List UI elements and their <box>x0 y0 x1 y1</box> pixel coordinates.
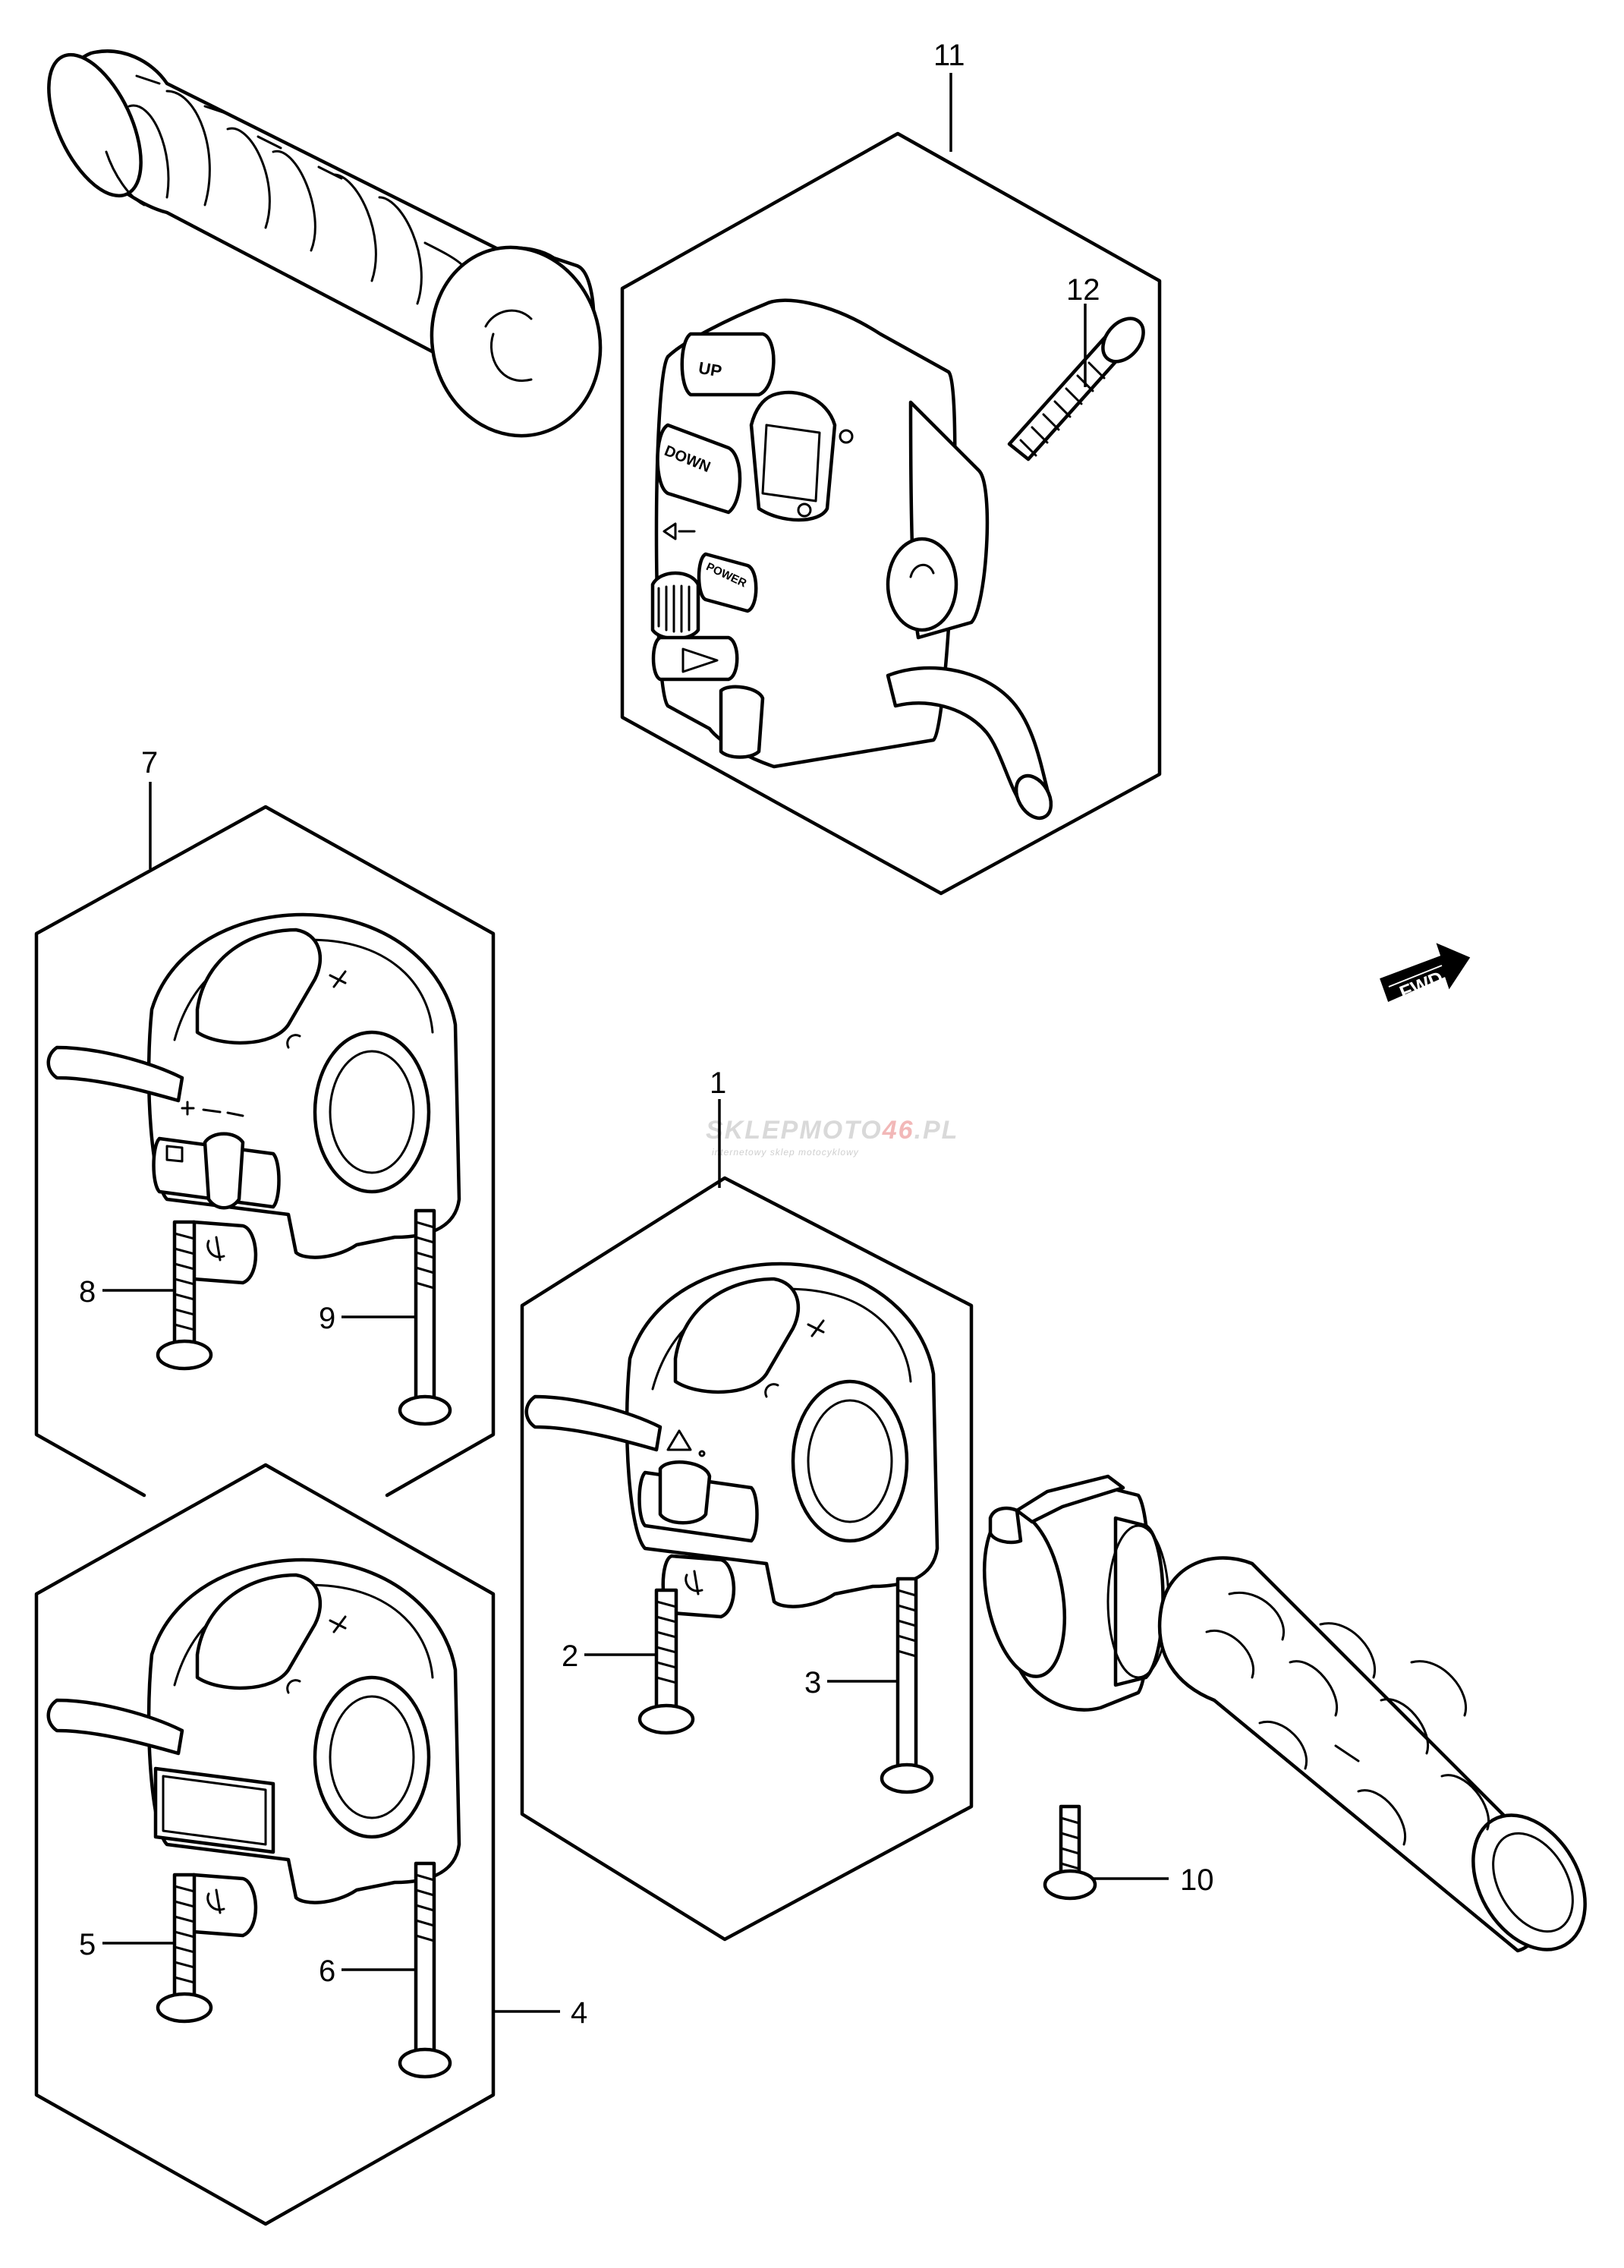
callout-2: 2 <box>562 1640 578 1673</box>
kit-11-outline: 11 <box>620 39 1162 896</box>
handlebar-grip-left <box>47 49 603 438</box>
watermark-tagline: internetowy sklep motocyklowy <box>712 1147 859 1158</box>
screw-5: 5 <box>79 1873 213 2024</box>
kit-4-outline: 4 <box>34 1463 587 2226</box>
callout-9: 9 <box>319 1302 335 1335</box>
screw-3: 3 <box>804 1577 934 1794</box>
callout-1: 1 <box>710 1066 726 1100</box>
callout-8: 8 <box>79 1275 96 1309</box>
watermark-brand: SKLEPMOTO46.PL <box>706 1116 958 1145</box>
callout-7: 7 <box>141 746 158 780</box>
right-switch-housing: UP DOWN POWER <box>650 298 1053 821</box>
power-button-body <box>697 552 758 613</box>
callout-11: 11 <box>933 39 965 72</box>
forward-direction-arrow: FWD <box>1380 943 1471 1004</box>
up-button-label: UP <box>697 358 723 381</box>
screw-12: 12 <box>1007 273 1145 461</box>
left-switch-housing-1 <box>524 1262 939 1619</box>
kit-7-outline: 7 <box>34 746 496 1498</box>
screw-9: 9 <box>319 1208 452 1426</box>
watermark: SKLEPMOTO46.PL internetowy sklep motocyk… <box>706 1116 958 1158</box>
left-switch-housing-4 <box>46 1558 461 1938</box>
callout-3: 3 <box>804 1666 821 1699</box>
screw-6: 6 <box>319 1861 452 2079</box>
screw-2: 2 <box>562 1588 695 1735</box>
callout-4: 4 <box>571 1996 587 2030</box>
down-button-body <box>656 423 742 515</box>
callout-10: 10 <box>1180 1863 1214 1897</box>
throttle-grip-right <box>982 1474 1587 1953</box>
callout-6: 6 <box>319 1955 335 1988</box>
callout-12: 12 <box>1066 273 1100 307</box>
up-button-body <box>680 332 776 397</box>
callout-5: 5 <box>79 1928 96 1961</box>
screw-10: 10 <box>1043 1804 1214 1901</box>
screw-8: 8 <box>79 1220 213 1371</box>
left-switch-housing-7 <box>46 912 461 1285</box>
kit-1-outline: 1 <box>520 1066 974 1942</box>
